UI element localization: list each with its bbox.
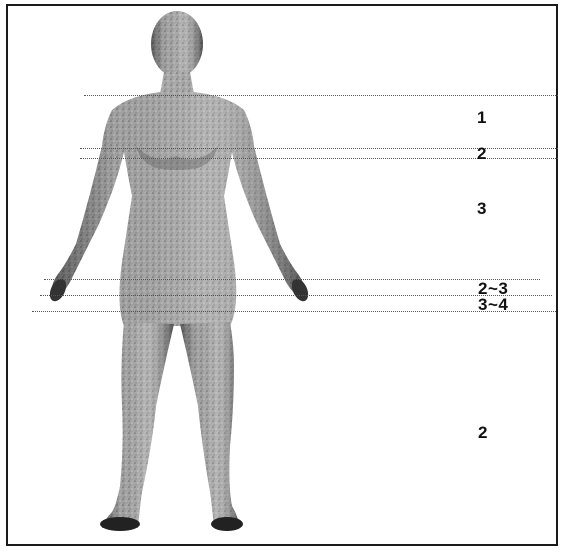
zone-label-legs: 2 <box>478 424 488 441</box>
diagram-frame: 1 2 3 2~3 3~4 2 <box>6 4 558 546</box>
zone-label-upper: 1 <box>477 109 487 126</box>
zone-label-torso: 3 <box>477 200 487 217</box>
zone-line-hip-top <box>44 279 540 280</box>
zone-label-chest: 2 <box>477 145 487 162</box>
zone-line-hip-mid <box>40 295 552 296</box>
body-scan-figure <box>8 6 556 544</box>
zone-line-shoulder <box>84 95 558 96</box>
body-silhouette <box>47 11 312 531</box>
zone-label-hip-lower: 3~4 <box>478 296 508 313</box>
